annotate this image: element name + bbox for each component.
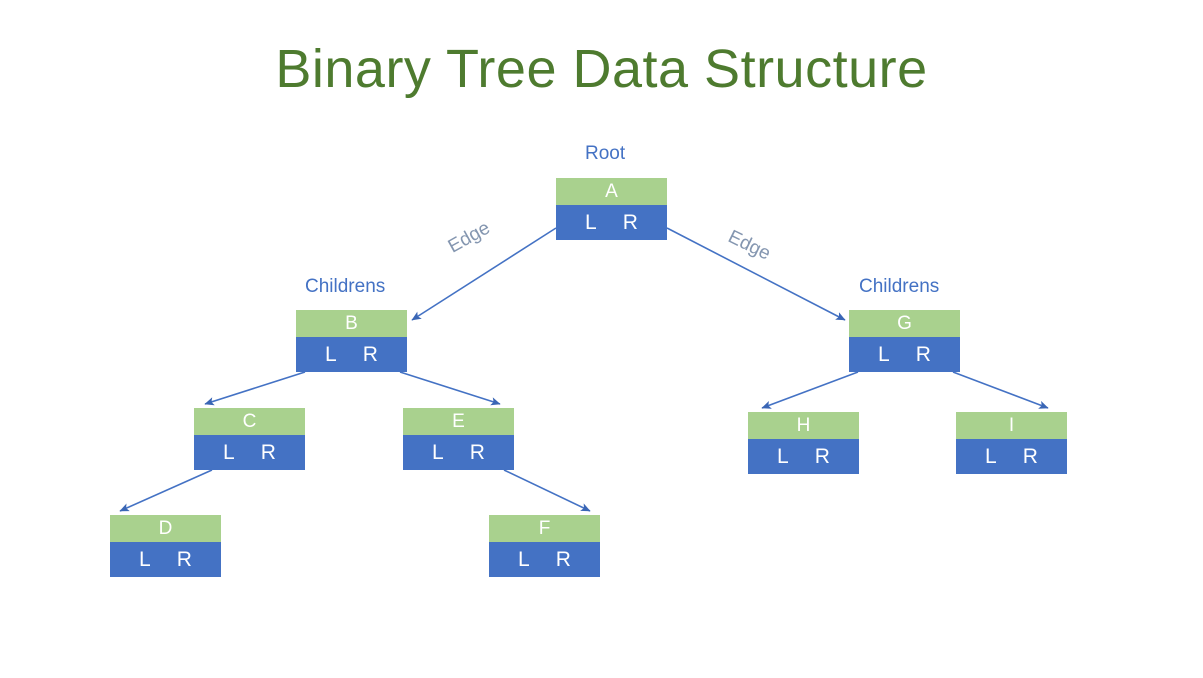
node-left-pointer: L [518,548,530,571]
node-right-pointer: R [469,441,485,464]
node-left-pointer: L [585,211,597,234]
node-label: H [748,412,859,439]
node-label: E [403,408,514,435]
node-left-pointer: L [139,548,151,571]
node-left-pointer: L [878,343,890,366]
node-label: B [296,310,407,337]
edge-arrow [399,371,501,406]
node-right-pointer: R [260,441,276,464]
node-label: A [556,178,667,205]
node-label: G [849,310,960,337]
edge-label-edge-left: Edge [444,217,494,258]
node-left-pointer: L [777,445,789,468]
edge-arrow [204,371,306,406]
caption-root: Root [585,143,626,164]
node-left-pointer: L [223,441,235,464]
node-label: F [489,515,600,542]
node-label: C [194,408,305,435]
node-right-pointer: R [1022,445,1038,468]
node-right-pointer: R [915,343,931,366]
edge-arrow [119,469,213,512]
edge-arrow [761,371,859,409]
page-title: Binary Tree Data Structure [275,39,928,99]
edge-arrow [503,469,591,512]
edge-label-edge-right: Edge [724,226,774,265]
node-right-pointer: R [555,548,571,571]
node-right-pointer: R [362,343,378,366]
node-right-pointer: R [176,548,192,571]
caption-childrens-left: Childrens [305,276,386,297]
node-left-pointer: L [985,445,997,468]
node-right-pointer: R [814,445,830,468]
node-right-pointer: R [622,211,638,234]
edge-arrow [952,371,1049,409]
node-left-pointer: L [432,441,444,464]
node-label: D [110,515,221,542]
caption-childrens-right: Childrens [859,276,940,297]
edge-arrow [411,227,557,321]
node-label: I [956,412,1067,439]
node-left-pointer: L [325,343,337,366]
